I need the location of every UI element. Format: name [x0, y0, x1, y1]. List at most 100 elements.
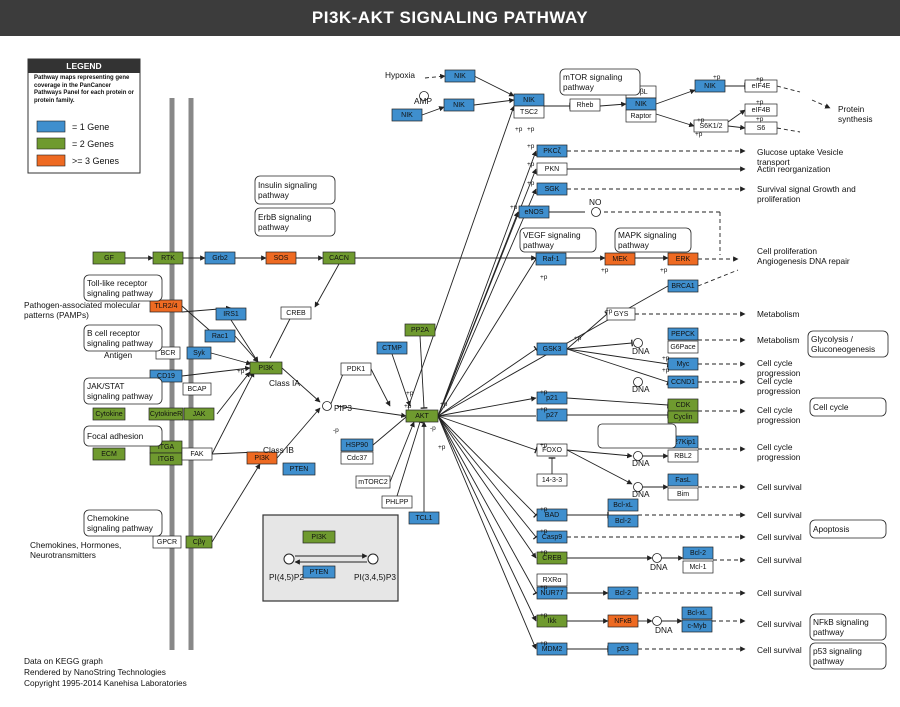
pathway-link-box[interactable]: Apoptosis	[809, 519, 887, 539]
gene-node-rac1[interactable]: Rac1	[204, 329, 236, 343]
gene-node-cyclin[interactable]: Cyclin	[667, 410, 699, 424]
gene-node-bcap[interactable]: BCAP	[182, 382, 212, 396]
pathway-link-box[interactable]: Insulin signaling pathway	[254, 175, 336, 205]
gene-node-enos[interactable]: eNOS	[518, 205, 550, 219]
gene-node-ccnd1[interactable]: CCND1	[667, 375, 699, 389]
gene-node-ikk[interactable]: Ikk	[536, 614, 568, 628]
gene-node-mcl1[interactable]: Mcl-1	[682, 560, 714, 574]
gene-node-nik3[interactable]: NIK	[391, 108, 423, 122]
gene-node-pten[interactable]: PTEN	[282, 462, 316, 476]
gene-node-gys[interactable]: GYS	[606, 307, 636, 321]
gene-node-nik1[interactable]: NIK	[444, 69, 476, 83]
pathway-link-box[interactable]: p53 signaling pathway	[809, 642, 887, 670]
pathway-link-box[interactable]: Toll-like receptor signaling pathway	[83, 274, 163, 302]
pathway-link-box[interactable]: ErbB signaling pathway	[254, 207, 336, 237]
gene-node-erk[interactable]: ERK	[667, 252, 699, 266]
gene-node-cytokine[interactable]: Cytokine	[92, 407, 126, 421]
gene-node-pdk1[interactable]: PDK1	[340, 362, 372, 376]
gene-node-bcl2c[interactable]: Bcl-2	[607, 586, 639, 600]
gene-node-nur77[interactable]: NUR77	[536, 586, 568, 600]
gene-node-hsp90[interactable]: HSP90	[340, 438, 374, 452]
gene-node-p53[interactable]: p53	[607, 642, 639, 656]
gene-node-eif4b[interactable]: eIF4B	[744, 103, 778, 117]
gene-node-bad[interactable]: BAD	[536, 508, 568, 522]
gene-node-bcl2b[interactable]: Bcl-2	[682, 546, 714, 560]
gene-node-mek[interactable]: MEK	[604, 252, 636, 266]
gene-node-nfkb[interactable]: NFκB	[607, 614, 639, 628]
pathway-link-box[interactable]: Focal adhesion	[83, 425, 163, 447]
gene-node-syk[interactable]: Syk	[186, 346, 212, 360]
gene-node-bcl2a[interactable]: Bcl-2	[607, 514, 639, 528]
gene-node-gsk3[interactable]: GSK3	[536, 342, 568, 356]
pathway-link-box[interactable]: JAK/STAT signaling pathway	[83, 377, 163, 405]
gene-node-rxra[interactable]: RXRα	[536, 573, 568, 587]
gene-node-rbl2[interactable]: RBL2	[667, 449, 699, 463]
gene-node-nik2[interactable]: NIK	[443, 98, 475, 112]
gene-node-tlr24[interactable]: TLR2/4	[149, 299, 183, 313]
gene-node-mdm2[interactable]: MDM2	[536, 642, 568, 656]
gene-node-p27[interactable]: p27	[536, 408, 568, 422]
gene-node-s6[interactable]: S6	[744, 121, 778, 135]
gene-node-mtorc2[interactable]: mTORC2	[355, 475, 391, 489]
gene-node-creb[interactable]: CREB	[536, 551, 568, 565]
gene-node-cytokiner[interactable]: CytokineR	[148, 407, 184, 421]
gene-node-brca1[interactable]: BRCA1	[667, 279, 699, 293]
gene-node-bclxl[interactable]: Bcl-xL	[607, 498, 639, 512]
gene-node-myc[interactable]: Myc	[667, 357, 699, 371]
gene-node-cdc37[interactable]: Cdc37	[340, 451, 374, 465]
gene-node-s6k12[interactable]: S6K1/2	[693, 119, 729, 133]
gene-node-gpcr[interactable]: GPCR	[152, 535, 182, 549]
gene-node-nik_tsc[interactable]: NIK	[513, 93, 545, 107]
gene-node-nik_mtor[interactable]: NIK	[625, 97, 657, 111]
gene-node-pp2a[interactable]: PP2A	[404, 323, 436, 337]
gene-node-fasl[interactable]: FasL	[667, 473, 699, 487]
pathway-link-box[interactable]: Chemokine signaling pathway	[83, 509, 163, 537]
pathway-link-box[interactable]: Glycolysis / Gluconeogenesis	[807, 330, 889, 358]
gene-node-grb2[interactable]: Grb2	[204, 251, 236, 265]
gene-node-cmyb[interactable]: c-Myb	[681, 619, 713, 633]
pathway-link-box[interactable]: MAPK signaling pathway	[614, 227, 692, 253]
gene-node-tcl1[interactable]: TCL1	[408, 511, 440, 525]
gene-node-g6pace[interactable]: G6Pace	[667, 340, 699, 354]
gene-node-eif4e[interactable]: eIF4E	[744, 79, 778, 93]
gene-node-pten_inset[interactable]: PTEN	[302, 565, 336, 579]
gene-node-foxo[interactable]: FOXO	[536, 443, 568, 457]
gene-node-bim[interactable]: Bim	[667, 487, 699, 501]
gene-node-rtk[interactable]: RTK	[152, 251, 184, 265]
gene-node-pkn[interactable]: PKN	[536, 162, 568, 176]
gene-node-jak[interactable]: JAK	[183, 407, 215, 421]
gene-node-raf1[interactable]: Raf-1	[535, 252, 567, 266]
gene-node-fak[interactable]: FAK	[181, 447, 213, 461]
gene-node-cacn[interactable]: CACN	[322, 251, 356, 265]
gene-node-tsc2[interactable]: TSC2	[513, 105, 545, 119]
gene-node-14-3-3[interactable]: 14-3-3	[536, 473, 568, 487]
gene-node-bclxl2[interactable]: Bcl-xL	[681, 606, 713, 620]
gene-node-ctmp[interactable]: CTMP	[376, 341, 408, 355]
gene-node-cdk[interactable]: CDK	[667, 398, 699, 412]
gene-node-pi3k_inset[interactable]: PI3K	[302, 530, 336, 544]
gene-node-sos[interactable]: SOS	[265, 251, 297, 265]
pathway-link-box[interactable]: VEGF signaling pathway	[519, 227, 597, 253]
gene-node-pi3k_b[interactable]: PI3K	[246, 451, 278, 465]
pathway-link-box[interactable]: Cell cycle	[809, 397, 887, 417]
gene-node-bcr[interactable]: BCR	[155, 346, 181, 360]
gene-node-akt[interactable]: AKT	[405, 409, 439, 423]
gene-node-raptor[interactable]: Raptor	[625, 109, 657, 123]
gene-node-pepck[interactable]: PEPCK	[667, 327, 699, 341]
gene-node-phlpp[interactable]: PHLPP	[381, 495, 413, 509]
pathway-link-box[interactable]: B cell receptor signaling pathway	[83, 324, 163, 352]
gene-node-itgb[interactable]: ITGB	[149, 452, 183, 466]
gene-node-rheb[interactable]: Rheb	[569, 98, 601, 112]
gene-node-gby[interactable]: Cβγ	[185, 535, 213, 549]
gene-node-irs1[interactable]: IRS1	[215, 307, 247, 321]
pathway-link-box[interactable]: mTOR signaling pathway	[559, 68, 641, 96]
gene-node-gf[interactable]: GF	[92, 251, 126, 265]
gene-node-casp9[interactable]: Casp9	[536, 530, 568, 544]
pathway-link-box[interactable]: NFkB signaling pathway	[809, 613, 887, 641]
gene-node-creb_w[interactable]: CREB	[280, 306, 312, 320]
gene-node-pi3k_a[interactable]: PI3K	[249, 361, 283, 375]
gene-node-p21[interactable]: p21	[536, 391, 568, 405]
gene-node-nik_top[interactable]: NIK	[694, 79, 726, 93]
gene-node-sgk[interactable]: SGK	[536, 182, 568, 196]
gene-node-pkcz[interactable]: PKCζ	[536, 144, 568, 158]
